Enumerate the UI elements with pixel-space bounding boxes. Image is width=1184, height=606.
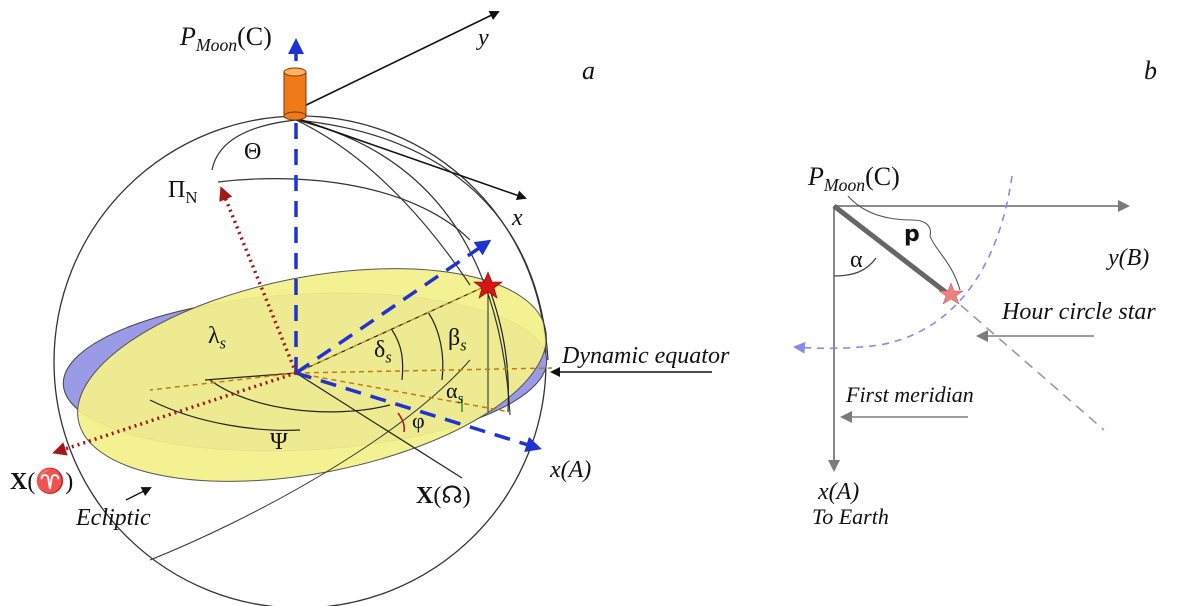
- ecliptic-label: Ecliptic: [76, 505, 151, 531]
- beta-arc: [427, 311, 444, 381]
- beta-label: βs: [448, 325, 467, 355]
- lambda-label: λs: [208, 323, 226, 353]
- to-earth-label: To Earth: [812, 504, 889, 529]
- delta-arc: [391, 329, 404, 381]
- pole-label-b: PMoon(C): [808, 162, 900, 196]
- y-b-label: y(B): [1108, 245, 1150, 271]
- x-axis-black: [295, 117, 527, 201]
- psi-arc: [149, 399, 301, 431]
- phi-label: φ: [412, 408, 425, 433]
- b-rho-brace: [847, 195, 961, 291]
- ecliptic-pointer-arrow: [125, 487, 152, 501]
- moon-cylinder: [283, 67, 307, 121]
- alpha-label-a: αs: [446, 378, 464, 408]
- y-axis-black: [295, 10, 500, 111]
- b-star-icon: [938, 282, 964, 305]
- x-axis-label-upper: x: [512, 205, 523, 231]
- ecliptic-plane: [77, 268, 547, 482]
- aries-label: X(♈): [10, 469, 74, 495]
- psi-label: Ψ: [270, 429, 288, 455]
- delta-label: δs: [374, 337, 392, 367]
- meridian-arc: [211, 119, 297, 171]
- lambda-line: [204, 372, 297, 381]
- sphere-arc: [149, 359, 471, 561]
- projection-line: [295, 367, 553, 374]
- projection-line: [295, 372, 511, 413]
- star-radius: [295, 284, 489, 374]
- x-axis-blue: [295, 371, 542, 453]
- dynamic-equator-label: Dynamic equator: [562, 343, 730, 369]
- b-radius-line: [832, 204, 950, 296]
- y-axis-label: y: [478, 25, 489, 51]
- b-star-dash-line: [947, 293, 1105, 431]
- b-hour-circle: [793, 175, 1013, 354]
- panel-label-b: b: [1144, 56, 1157, 85]
- phi-arc: [397, 412, 406, 433]
- pole-label-a: PMoon(C): [180, 22, 272, 56]
- x-a-label: x(A): [550, 457, 592, 483]
- alpha-label-b: α: [850, 247, 863, 273]
- node-label: X(☊): [416, 483, 471, 509]
- star-arc: [487, 284, 509, 413]
- projection-line: [149, 372, 297, 391]
- lambda-arc: [209, 379, 391, 413]
- hour-circle-star-label: Hour circle star: [1002, 299, 1156, 325]
- first-meridian-label: First meridian: [846, 382, 974, 407]
- pi-n-label: ΠN: [168, 177, 198, 207]
- rho-label: p: [904, 222, 920, 247]
- y-axis-blue: [295, 239, 492, 375]
- meridian-arc: [295, 119, 471, 286]
- panel-label-a: a: [582, 56, 595, 85]
- meridian-arc: [295, 119, 549, 361]
- node-line: [295, 372, 463, 479]
- x-a-label-b: x(A): [818, 479, 860, 505]
- star-icon: [473, 271, 503, 299]
- b-alpha-arc: [833, 257, 877, 277]
- theta-label: Θ: [244, 139, 262, 165]
- aries-axis: [52, 371, 297, 456]
- meridian-arc: [295, 119, 511, 416]
- pole-arc: [217, 178, 471, 241]
